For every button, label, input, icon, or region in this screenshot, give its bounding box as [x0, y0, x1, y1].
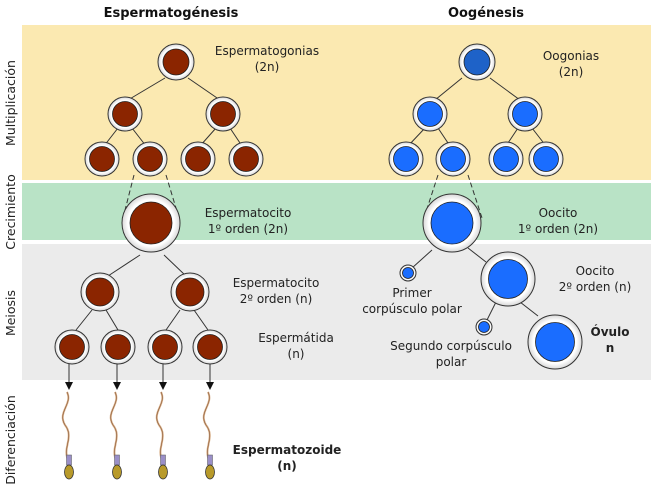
second-polar-body-cell: [475, 318, 493, 336]
label-oocyte1-name: Oocito: [539, 206, 578, 220]
label-oocyte1-order: 1º orden (2n): [518, 222, 598, 236]
label-spermatocyte2-order: 2º orden (n): [240, 292, 313, 306]
oogonium-cell: [388, 141, 424, 177]
spermatid-cell: [147, 329, 183, 365]
spermatogonium-cell: [228, 141, 264, 177]
spermatid-cell: [100, 329, 136, 365]
spermatogonium-cell: [205, 96, 241, 132]
spermatogonium-cell: [107, 96, 143, 132]
spermatogonium-cell: [157, 43, 195, 81]
phase-label-growth: Crecimiento: [3, 174, 18, 249]
secondary-spermatocyte-cell: [80, 272, 120, 312]
label-spermatogonia-ploidy: (2n): [255, 60, 280, 74]
cells: [54, 43, 583, 370]
ovum-cell: [527, 314, 583, 370]
title-oogenesis: Oogénesis: [448, 6, 524, 21]
first-polar-body-cell: [399, 264, 417, 282]
spermatozoon: [155, 391, 168, 480]
spermatogonium-cell: [132, 141, 168, 177]
label-oogonia-ploidy: (2n): [559, 65, 584, 79]
spermatozoa: [61, 391, 215, 480]
spermatid-cell: [54, 329, 90, 365]
title-spermatogenesis: Espermatogénesis: [104, 6, 239, 21]
label-spermatid-name: Espermátida: [258, 331, 334, 345]
secondary-spermatocyte-cell: [170, 272, 210, 312]
spermatozoon: [202, 391, 215, 480]
primary-spermatocyte-cell: [121, 193, 181, 253]
secondary-oocyte-cell: [480, 251, 536, 307]
label-oocyte2-order: 2º orden (n): [559, 280, 632, 294]
oogonium-cell: [458, 43, 496, 81]
label-first-polar-line1: Primer: [392, 286, 431, 300]
primary-oocyte-cell: [422, 193, 482, 253]
spermatozoon: [61, 391, 74, 480]
label-second-polar-line1: Segundo corpúsculo: [390, 339, 512, 353]
label-spermatocyte1-order: 1º orden (2n): [208, 222, 288, 236]
label-spermatozoon-ploidy: (n): [277, 459, 297, 473]
label-spermatogonia-name: Espermatogonias: [215, 44, 319, 58]
label-oogonia-name: Oogonias: [543, 49, 599, 63]
label-spermatocyte1-name: Espermatocito: [205, 206, 292, 220]
oogonium-cell: [507, 96, 543, 132]
label-oocyte2-name: Oocito: [576, 264, 615, 278]
oogonium-cell: [435, 141, 471, 177]
spermatogonium-cell: [84, 141, 120, 177]
oogonium-cell: [412, 96, 448, 132]
label-spermatozoon-name: Espermatozoide: [233, 443, 342, 457]
oogonium-cell: [488, 141, 524, 177]
label-ovum-name: Óvulo: [591, 324, 630, 339]
phase-label-meiosis: Meiosis: [3, 290, 18, 336]
label-second-polar-line2: polar: [436, 355, 467, 369]
spermatogonium-cell: [180, 141, 216, 177]
oogonium-cell: [528, 141, 564, 177]
spermatozoon: [109, 391, 122, 480]
label-first-polar-line2: corpúsculo polar: [362, 302, 462, 316]
label-spermatocyte2-name: Espermatocito: [233, 276, 320, 290]
label-ovum-ploidy: n: [606, 341, 615, 355]
phase-label-differentiation: Diferenciación: [3, 395, 18, 485]
label-spermatid-ploidy: (n): [288, 347, 305, 361]
phase-label-multiplication: Multiplicación: [3, 60, 18, 146]
spermatid-cell: [192, 329, 228, 365]
